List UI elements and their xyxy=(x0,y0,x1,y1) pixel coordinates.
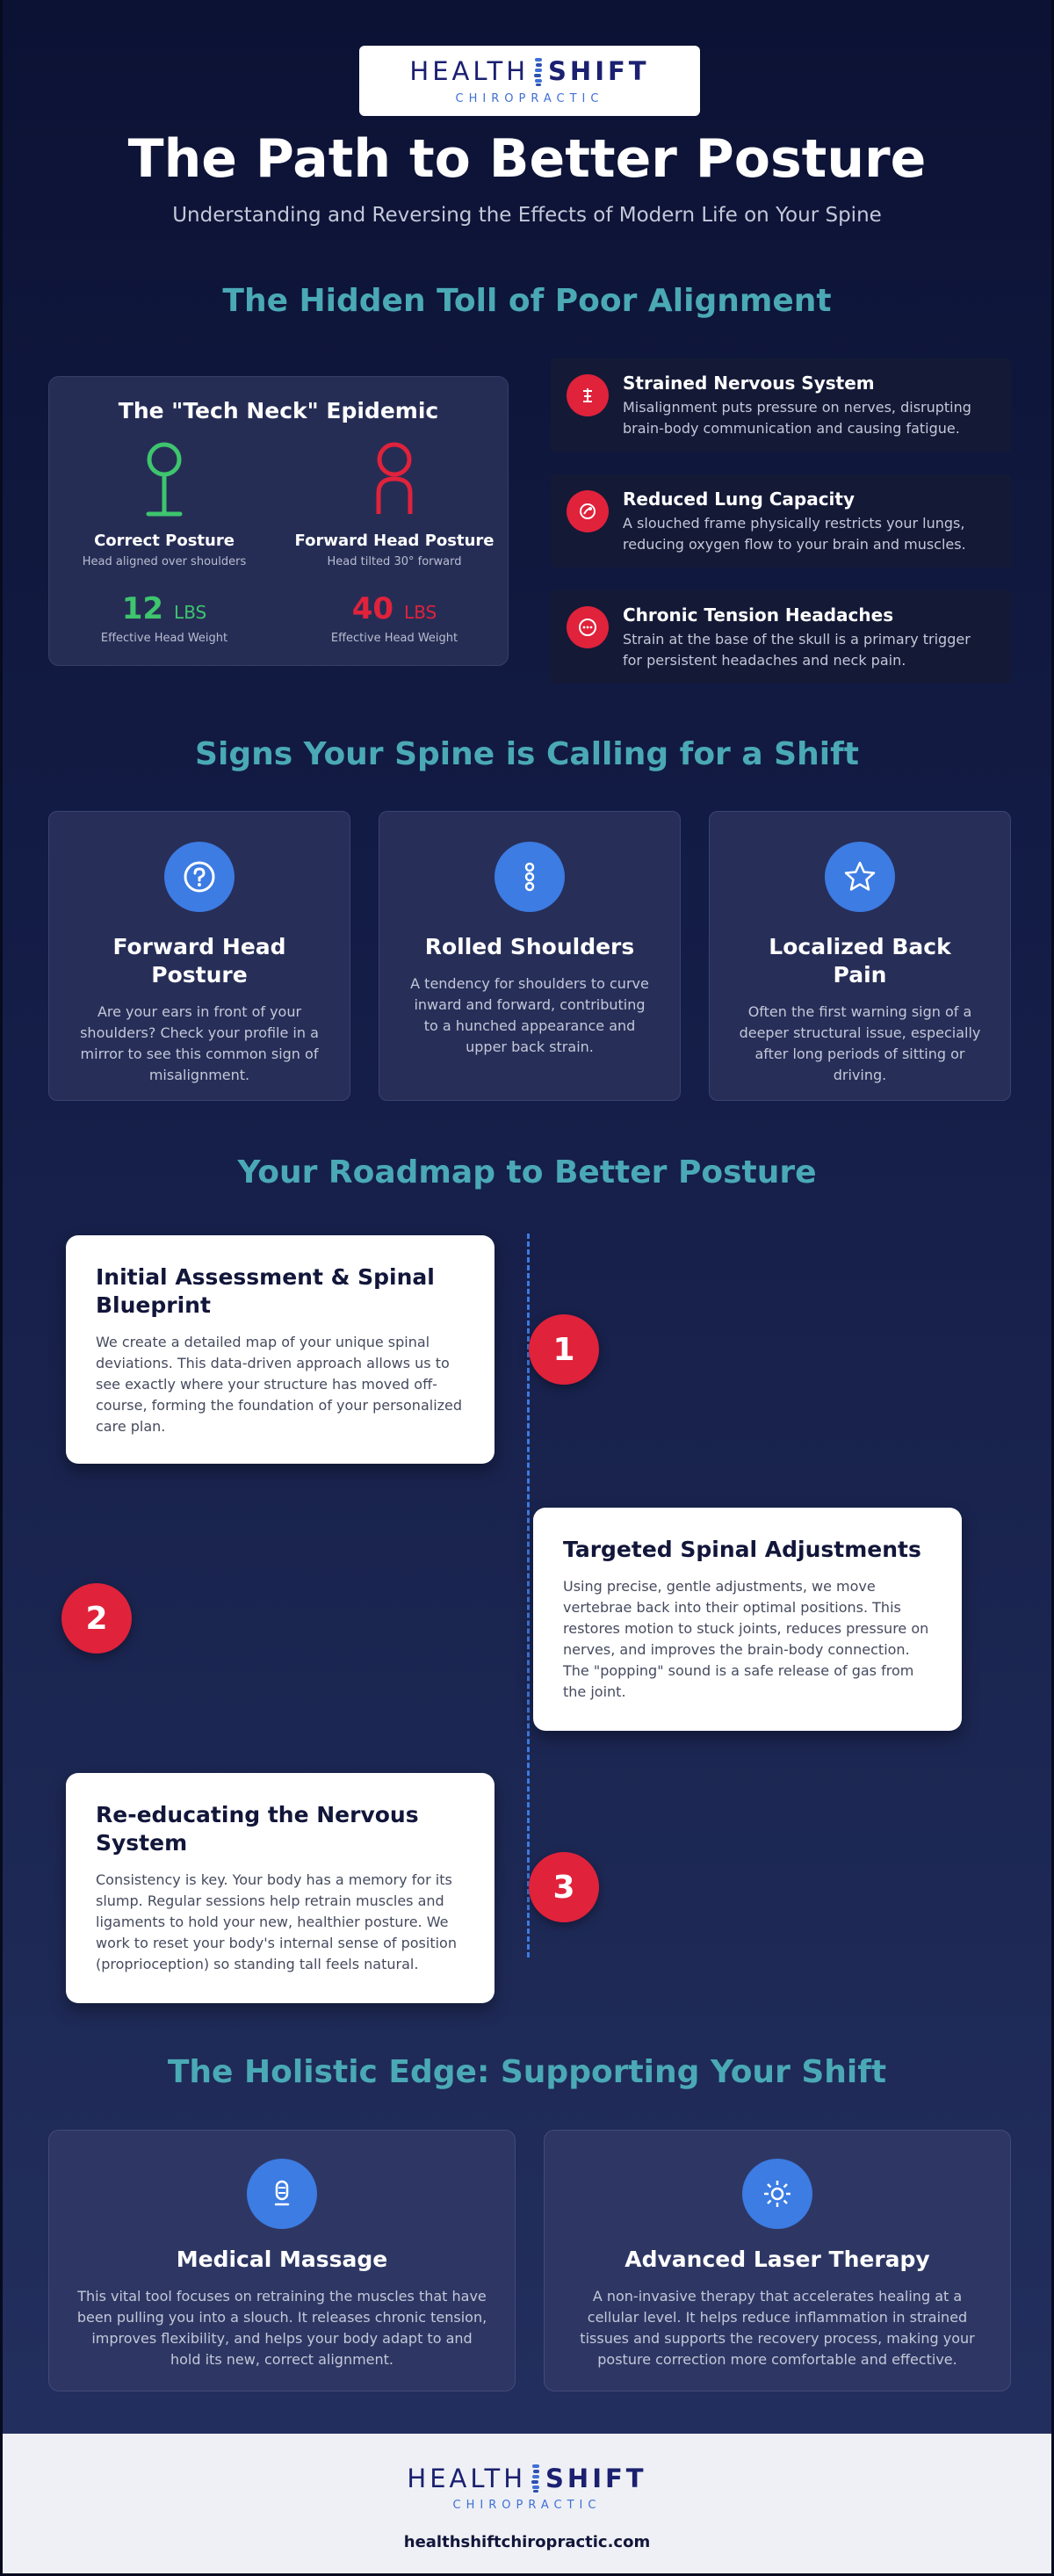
holistic-card-massage: Medical Massage This vital tool focuses … xyxy=(48,2130,516,2391)
step-desc: We create a detailed map of your unique … xyxy=(96,1334,463,1435)
forward-posture-column: Forward Head Posture Head tilted 30° for… xyxy=(279,440,509,645)
footer-logo[interactable]: HEALTH SHIFT xyxy=(407,2464,646,2493)
effect-card-nervous: Strained Nervous System Misalignment put… xyxy=(551,358,1011,452)
logo-shift-text: SHIFT xyxy=(545,2463,647,2493)
correct-posture-label: Correct Posture xyxy=(94,532,235,550)
step-number-2: 2 xyxy=(61,1583,132,1653)
logo-wordmark: HEALTH SHIFT xyxy=(409,57,649,87)
laser-icon xyxy=(742,2159,812,2229)
effect-title: Reduced Lung Capacity xyxy=(623,488,855,510)
step-card-2: Targeted Spinal Adjustments Using precis… xyxy=(533,1508,962,1731)
section-title-toll: The Hidden Toll of Poor Alignment xyxy=(222,283,832,319)
effect-desc: Misalignment puts pressure on nerves, di… xyxy=(623,399,971,437)
correct-head-weight: 12 LBS xyxy=(49,591,279,626)
step-title: Re-educating the Nervous System xyxy=(96,1802,419,1856)
footer: HEALTH SHIFT CHIROPRACTIC healthshiftchi… xyxy=(3,2434,1051,2576)
tech-neck-title: The "Tech Neck" Epidemic xyxy=(118,398,439,423)
step-title: Targeted Spinal Adjustments xyxy=(563,1537,921,1562)
section-title-roadmap: Your Roadmap to Better Posture xyxy=(237,1154,817,1190)
effect-card-headache: Chronic Tension Headaches Strain at the … xyxy=(551,590,1011,684)
footer-logo-tagline: CHIROPRACTIC xyxy=(452,2499,602,2512)
step-card-1: Initial Assessment & Spinal Blueprint We… xyxy=(66,1235,495,1464)
question-icon xyxy=(164,842,235,912)
sign-desc: Are your ears in front of your shoulders… xyxy=(80,1003,319,1083)
correct-posture-column: Correct Posture Head aligned over should… xyxy=(49,440,279,645)
step-number-3: 3 xyxy=(529,1852,599,1922)
holistic-title: Advanced Laser Therapy xyxy=(624,2247,930,2272)
correct-posture-icon xyxy=(146,442,183,517)
forward-posture-icon xyxy=(376,442,413,514)
logo-shift-text: SHIFT xyxy=(548,56,650,86)
nervous-system-icon xyxy=(567,374,609,416)
shoulders-icon xyxy=(495,842,565,912)
timeline-line xyxy=(527,1234,530,1957)
star-icon xyxy=(825,842,895,912)
effect-title: Strained Nervous System xyxy=(623,373,875,394)
sign-title: Rolled Shoulders xyxy=(424,934,635,959)
effect-card-lungs: Reduced Lung Capacity A slouched frame p… xyxy=(551,474,1011,568)
footer-website-link[interactable]: healthshiftchiropractic.com xyxy=(403,2533,651,2551)
sign-desc: Often the first warning sign of a deeper… xyxy=(739,1003,981,1083)
headache-icon xyxy=(567,606,609,648)
section-title-signs: Signs Your Spine is Calling for a Shift xyxy=(195,736,859,772)
holistic-desc: This vital tool focuses on retraining th… xyxy=(76,2288,487,2368)
logo-tagline: CHIROPRACTIC xyxy=(455,91,604,105)
section-title-holistic: The Holistic Edge: Supporting Your Shift xyxy=(167,2054,887,2090)
forward-weight-unit: LBS xyxy=(404,602,437,623)
forward-weight-caption: Effective Head Weight xyxy=(330,632,458,645)
effect-title: Chronic Tension Headaches xyxy=(623,604,894,626)
sign-title: Forward Head Posture xyxy=(112,934,286,988)
logo-health-text: HEALTH xyxy=(407,2463,527,2493)
effect-desc: Strain at the base of the skull is a pri… xyxy=(623,631,971,669)
correct-weight-value: 12 xyxy=(121,591,164,626)
step-number-1: 1 xyxy=(529,1314,599,1385)
tech-neck-card: The "Tech Neck" Epidemic Correct Posture… xyxy=(48,376,509,666)
correct-posture-desc: Head aligned over shoulders xyxy=(82,555,247,568)
holistic-card-laser: Advanced Laser Therapy A non-invasive th… xyxy=(544,2130,1011,2391)
sign-card-back-pain: Localized Back Pain Often the first warn… xyxy=(709,811,1011,1101)
step-card-3: Re-educating the Nervous System Consiste… xyxy=(66,1773,495,2003)
forward-posture-desc: Head tilted 30° forward xyxy=(327,555,462,568)
massage-icon xyxy=(247,2159,317,2229)
lungs-icon xyxy=(567,490,609,532)
effect-desc: A slouched frame physically restricts yo… xyxy=(623,515,966,553)
logo-health-text: HEALTH xyxy=(409,56,530,86)
forward-weight-value: 40 xyxy=(351,591,394,626)
sign-card-forward-head: Forward Head Posture Are your ears in fr… xyxy=(48,811,350,1101)
brand-logo[interactable]: HEALTH SHIFT CHIROPRACTIC xyxy=(359,46,700,116)
correct-weight-unit: LBS xyxy=(174,602,207,623)
spine-icon xyxy=(531,2464,540,2493)
sign-desc: A tendency for shoulders to curve inward… xyxy=(410,975,649,1055)
page-title: The Path to Better Posture xyxy=(127,128,927,190)
step-desc: Using precise, gentle adjustments, we mo… xyxy=(563,1578,929,1700)
sign-card-rolled-shoulders: Rolled Shoulders A tendency for shoulder… xyxy=(379,811,681,1101)
spine-icon xyxy=(534,57,543,86)
forward-head-weight: 40 LBS xyxy=(279,591,509,626)
forward-posture-label: Forward Head Posture xyxy=(294,532,495,550)
correct-weight-caption: Effective Head Weight xyxy=(100,632,228,645)
holistic-title: Medical Massage xyxy=(176,2247,388,2272)
step-desc: Consistency is key. Your body has a memo… xyxy=(96,1871,457,1972)
page-subtitle: Understanding and Reversing the Effects … xyxy=(172,204,882,227)
sign-title: Localized Back Pain xyxy=(769,934,951,988)
holistic-desc: A non-invasive therapy that accelerates … xyxy=(580,2288,975,2368)
step-title: Initial Assessment & Spinal Blueprint xyxy=(96,1264,435,1318)
